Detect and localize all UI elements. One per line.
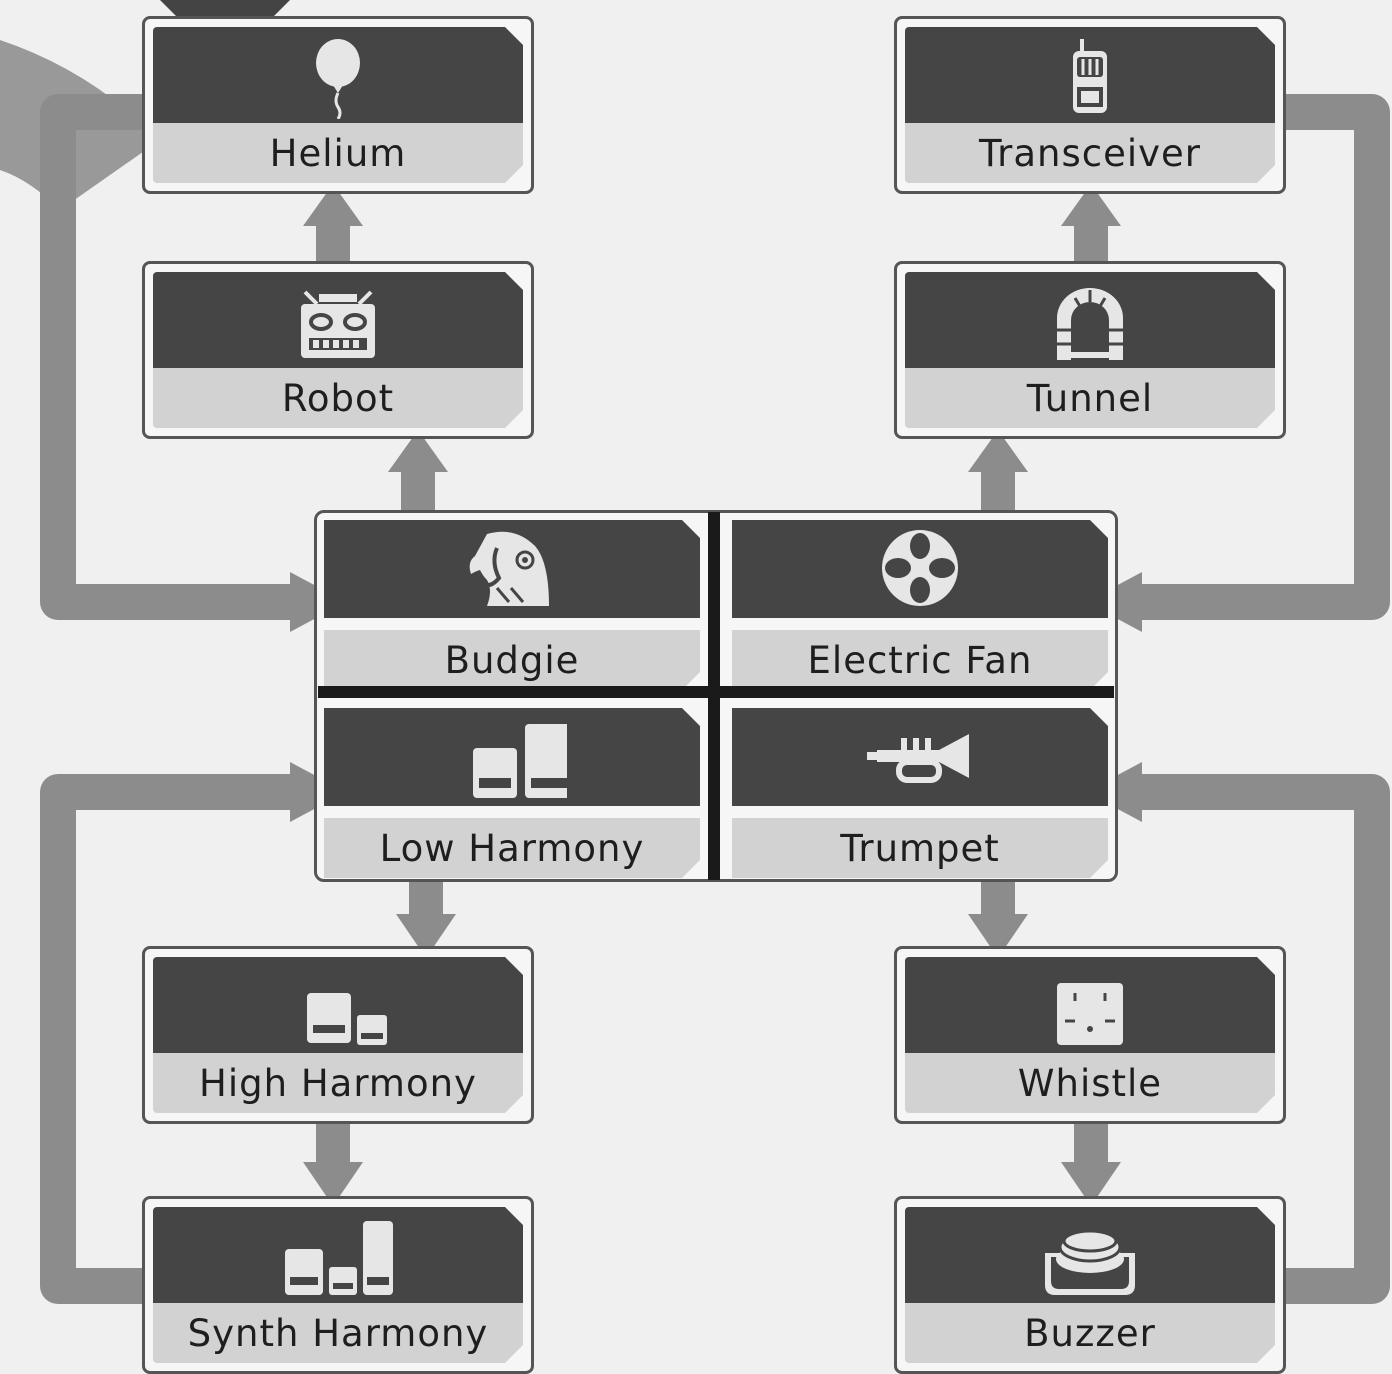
tunnel-icon [1035,278,1145,364]
robot-icon [283,278,393,364]
center-divider-horizontal [318,686,1114,698]
budgie-icon [457,526,567,612]
card-high-harmony[interactable]: High Harmony [142,946,534,1124]
card-transceiver[interactable]: Transceiver [894,16,1286,194]
card-synth-harmony[interactable]: Synth Harmony [142,1196,534,1374]
low-harmony-icon [457,714,567,800]
walkie-talkie-icon [1035,33,1145,119]
connector-helium-to-budgie [40,94,296,620]
card-label-helium: Helium [269,131,407,175]
fan-icon [865,526,975,612]
card-label-buzzer: Buzzer [1024,1311,1156,1355]
card-trumpet[interactable]: Trumpet [732,708,1108,878]
buzzer-icon [1035,1213,1145,1299]
card-label-budgie: Budgie [444,638,580,682]
card-label-robot: Robot [281,376,395,420]
arrow-whistle-to-buzzer [1061,1114,1121,1206]
whistle-icon [1035,963,1145,1049]
card-label-electric-fan: Electric Fan [807,638,1033,682]
card-label-high-harmony: High Harmony [199,1061,477,1105]
synth-harmony-icon [283,1213,393,1299]
connector-synth-harmony-to-low-harmony [40,774,296,1304]
card-label-synth-harmony: Synth Harmony [187,1311,489,1355]
balloon-icon [283,33,393,119]
card-helium[interactable]: Helium [142,16,534,194]
card-electric-fan[interactable]: Electric Fan [732,520,1108,690]
card-tunnel[interactable]: Tunnel [894,261,1286,439]
card-label-transceiver: Transceiver [978,131,1202,175]
card-robot[interactable]: Robot [142,261,534,439]
card-low-harmony[interactable]: Low Harmony [324,708,700,878]
card-label-whistle: Whistle [1017,1061,1163,1105]
card-label-trumpet: Trumpet [840,826,1000,870]
arrow-high-harmony-to-synth-harmony [303,1114,363,1206]
card-buzzer[interactable]: Buzzer [894,1196,1286,1374]
card-budgie[interactable]: Budgie [324,520,700,690]
high-harmony-icon [283,963,393,1049]
arrow-budgie-to-robot [388,430,448,520]
card-label-low-harmony: Low Harmony [379,826,645,870]
connector-buzzer-to-trumpet [1136,774,1390,1304]
card-label-tunnel: Tunnel [1026,376,1154,420]
connector-transceiver-to-electric-fan [1136,94,1390,620]
trumpet-icon [865,714,975,800]
card-whistle[interactable]: Whistle [894,946,1286,1124]
arrow-electric-fan-to-tunnel [968,430,1028,520]
